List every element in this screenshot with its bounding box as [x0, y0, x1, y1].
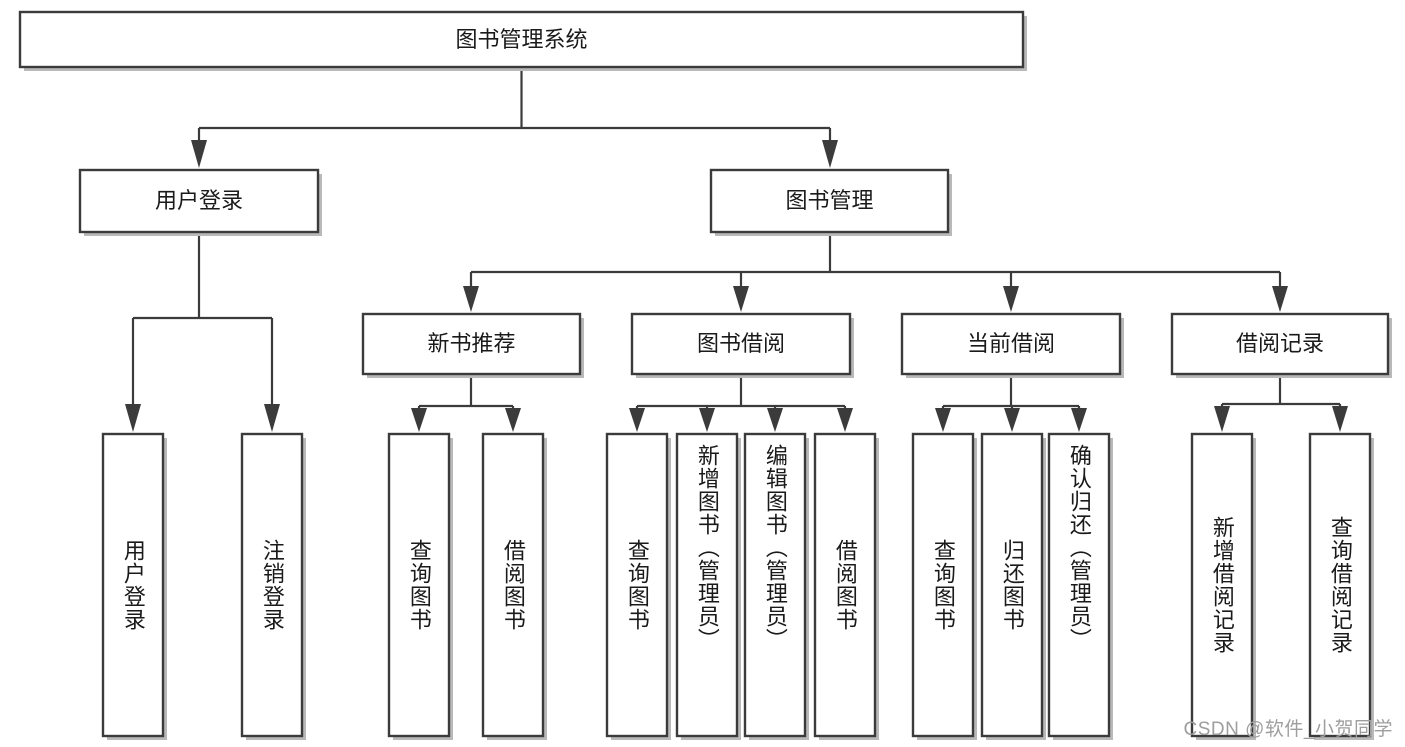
arrow-head-book-borrow [733, 286, 749, 312]
node-user-login[interactable]: 用户登录 [78, 168, 322, 236]
arrow-head-leaf-query-book-1 [411, 408, 427, 432]
leaf-node-query-record[interactable] [1308, 432, 1374, 740]
leaf-node-borrow-book-2[interactable] [813, 432, 879, 740]
node-user-login-label: 用户登录 [155, 188, 243, 213]
arrow-head-leaf-borrow-book-1 [505, 408, 521, 432]
leaf-node-confirm-return[interactable] [1047, 432, 1113, 740]
leaf-confirm-return-box[interactable] [1047, 432, 1111, 738]
leaf-add-record-box[interactable] [1190, 432, 1254, 738]
node-book-manage[interactable]: 图书管理 [709, 168, 952, 236]
arrow-head-leaf-borrow-book-2 [837, 408, 853, 432]
arrow-head-new-book-rec [463, 286, 479, 312]
leaf-return-book-box[interactable] [980, 432, 1044, 738]
arrow-head-leaf-query-book-3 [935, 408, 951, 432]
node-new-book-rec-label: 新书推荐 [427, 331, 515, 356]
node-new-book-rec-box[interactable] [361, 312, 582, 376]
node-borrow-record-label: 借阅记录 [1236, 331, 1324, 356]
node-book-borrow-label: 图书借阅 [697, 331, 785, 356]
arrow-head-leaf-add-book [699, 408, 715, 432]
leaf-query-book-3-box[interactable] [911, 432, 975, 738]
leaf-node-user-login[interactable] [101, 432, 167, 740]
arrow-head-book-manage [822, 140, 838, 168]
leaf-node-query-book-2[interactable] [605, 432, 671, 740]
node-book-borrow[interactable]: 图书借阅 [630, 312, 854, 378]
leaf-query-record-box[interactable] [1308, 432, 1372, 738]
node-root-box[interactable] [18, 10, 1025, 69]
arrow-head-leaf-edit-book [767, 408, 783, 432]
leaf-user-login-box[interactable] [101, 432, 165, 738]
arrow-head-current-borrow [1003, 286, 1019, 312]
connector-layer [125, 67, 1348, 432]
node-book-manage-box[interactable] [709, 168, 950, 234]
node-borrow-record[interactable]: 借阅记录 [1170, 312, 1392, 378]
leaf-query-book-1-box[interactable] [387, 432, 451, 738]
arrow-head-leaf-query-book-2 [629, 408, 645, 432]
arrow-head-leaf-return-book [1004, 408, 1020, 432]
node-borrow-record-box[interactable] [1170, 312, 1390, 376]
leaf-node-borrow-book-1[interactable] [481, 432, 547, 740]
leaf-borrow-book-1-box[interactable] [481, 432, 545, 738]
node-new-book-rec[interactable]: 新书推荐 [361, 312, 584, 378]
leaf-logout-box[interactable] [240, 432, 304, 738]
arrow-head-user-login [191, 140, 207, 168]
node-root-label: 图书管理系统 [455, 27, 587, 52]
leaf-edit-book-box[interactable] [743, 432, 807, 738]
node-book-borrow-box[interactable] [630, 312, 852, 376]
leaf-node-query-book-1[interactable] [387, 432, 453, 740]
leaf-node-logout[interactable] [240, 432, 306, 740]
leaf-node-add-book[interactable] [675, 432, 741, 740]
node-current-borrow[interactable]: 当前借阅 [900, 312, 1124, 378]
csdn-watermark: CSDN @软件_小贺同学 [1183, 719, 1393, 740]
node-current-borrow-label: 当前借阅 [967, 331, 1055, 356]
arrow-head-borrow-record [1272, 286, 1288, 312]
leaf-borrow-book-2-box[interactable] [813, 432, 877, 738]
arrow-head-leaf-query-record [1332, 406, 1348, 432]
leaf-add-book-box[interactable] [675, 432, 739, 738]
node-current-borrow-box[interactable] [900, 312, 1122, 376]
node-user-login-box[interactable] [78, 168, 320, 234]
arrow-head-leaf-confirm-return [1071, 408, 1087, 432]
node-book-manage-label: 图书管理 [785, 188, 873, 213]
node-root[interactable]: 图书管理系统 [18, 10, 1027, 71]
leaf-query-book-2-box[interactable] [605, 432, 669, 738]
leaf-node-return-book[interactable] [980, 432, 1046, 740]
arrow-head-leaf-add-record [1214, 406, 1230, 432]
leaf-node-query-book-3[interactable] [911, 432, 977, 740]
leaf-node-add-record[interactable] [1190, 432, 1256, 740]
arrow-head-leaf-user-login [125, 404, 141, 432]
leaf-node-edit-book[interactable] [743, 432, 809, 740]
arrow-head-leaf-logout [264, 404, 280, 432]
